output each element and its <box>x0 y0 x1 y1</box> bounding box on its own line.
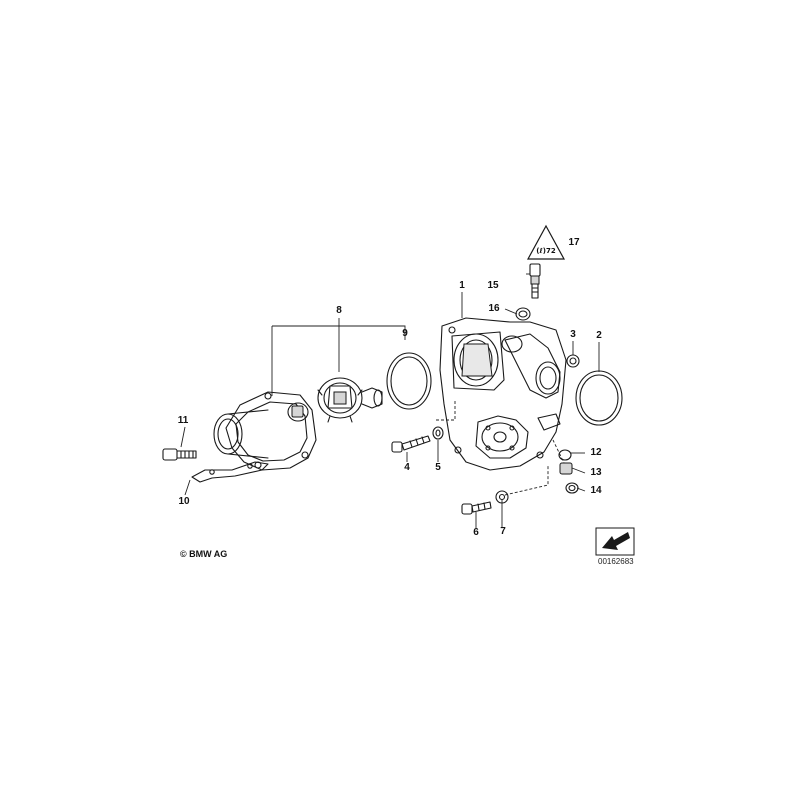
callout-12: 12 <box>590 447 602 458</box>
callout-7: 7 <box>500 526 506 537</box>
callout-4: 4 <box>404 462 410 473</box>
ring-part-14 <box>565 482 579 494</box>
warning-badge-text: (ℓ)72 <box>536 247 556 255</box>
leader-dashed-bolt6 <box>504 465 549 496</box>
o-ring-part-9 <box>386 352 432 410</box>
leader-lines <box>180 273 600 528</box>
callout-17: 17 <box>568 237 580 248</box>
leader-11 <box>180 426 186 448</box>
callout-5: 5 <box>435 462 441 473</box>
callout-3: 3 <box>570 329 576 340</box>
sensor-part-15 <box>529 263 541 299</box>
o-ring-part-2 <box>575 370 623 426</box>
diagram-id: 00162683 <box>598 557 634 566</box>
ring-part-12 <box>558 449 572 461</box>
callout-8: 8 <box>336 305 342 316</box>
bolt-part-11 <box>162 448 197 461</box>
callout-15: 15 <box>487 280 499 291</box>
bolt-part-6 <box>461 501 492 515</box>
thermostat-housing <box>213 391 317 471</box>
copyright-notice: © BMW AG <box>180 549 228 559</box>
water-pump-part-1 <box>439 317 567 471</box>
bolt-part-4 <box>391 435 431 453</box>
callout-16: 16 <box>488 303 500 314</box>
leader-13 <box>571 467 586 474</box>
warning-triangle-icon: (ℓ)72 <box>526 224 566 260</box>
callout-9: 9 <box>402 328 408 339</box>
orientation-arrow-icon <box>595 527 635 556</box>
callout-2: 2 <box>596 330 602 341</box>
seal-part-16 <box>515 307 531 321</box>
leader-group-8-9 <box>272 325 406 340</box>
callout-11: 11 <box>177 415 189 426</box>
callout-1: 1 <box>459 280 465 291</box>
leader-10 <box>184 479 191 496</box>
seal-part-3 <box>566 354 580 368</box>
thermostat-part-8 <box>317 377 383 423</box>
plug-part-13 <box>559 462 573 475</box>
leader-dashed-bolt4 <box>436 400 456 421</box>
callout-10: 10 <box>178 496 190 507</box>
callout-14: 14 <box>590 485 602 496</box>
leader-16 <box>504 308 518 315</box>
leader-dashed-plug <box>552 439 566 466</box>
callout-6: 6 <box>473 527 479 538</box>
washer-part-7 <box>495 490 509 504</box>
callout-13: 13 <box>590 467 602 478</box>
washer-part-5 <box>432 426 444 440</box>
bracket-part-10 <box>191 461 269 483</box>
